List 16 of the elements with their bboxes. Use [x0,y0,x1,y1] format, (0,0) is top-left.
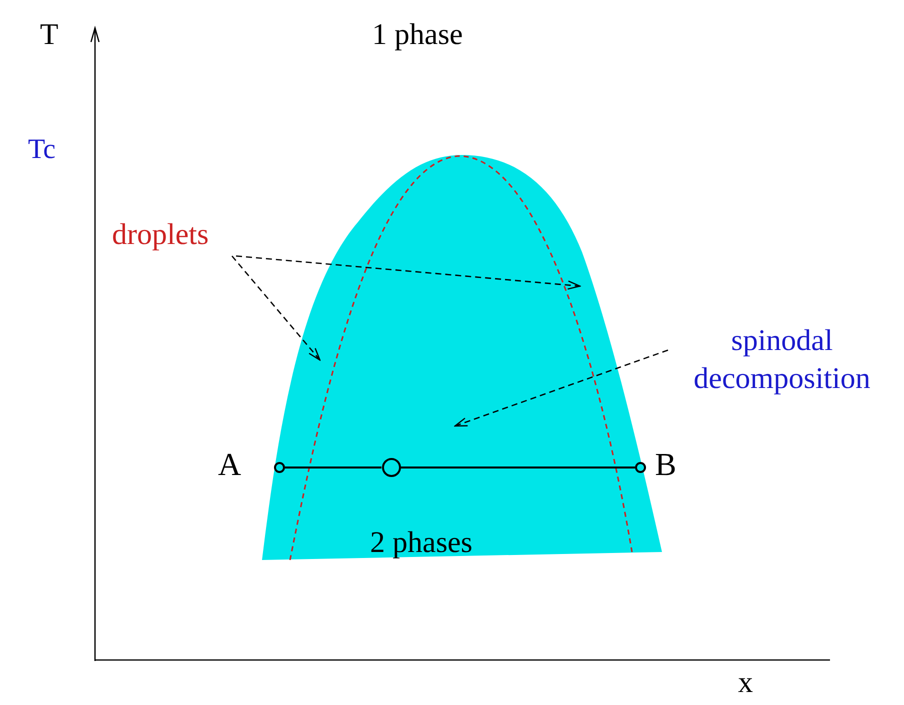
critical-temperature-label: Tc [28,136,56,164]
point-label: B [655,448,676,480]
axis-label: 1 phase [372,20,463,50]
region-label: 2 phases [370,525,472,561]
point-marker [635,462,646,473]
annotation-text: spinodal decomposition [692,323,872,397]
point-marker [274,462,285,473]
dashed-arrow [454,349,668,427]
axis-label: x [738,668,753,698]
point-label: A [218,448,242,480]
dashed-arrow [236,255,581,290]
dashed-arrow [231,256,320,361]
annotation-text: droplets [112,217,210,253]
tie-line [400,466,635,468]
axis-label: T [40,20,58,50]
tie-line [285,466,382,468]
